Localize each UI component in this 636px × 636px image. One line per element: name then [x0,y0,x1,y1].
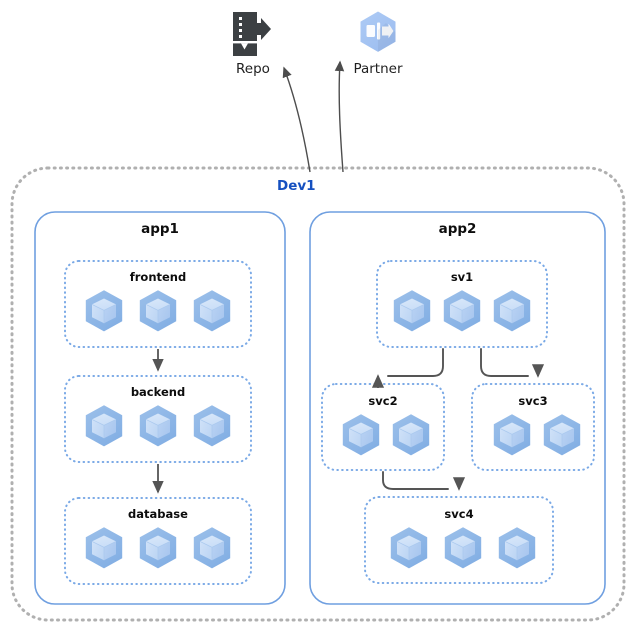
connector-dev1-repo [282,66,311,173]
cluster-boundary-dev1 [10,166,626,622]
partner-label: Partner [353,61,403,77]
cluster-label-dev1: Dev1 [277,178,316,194]
repo-label: Repo [236,61,270,77]
app-label-app1: app1 [141,221,179,237]
service-label-backend: backend [130,385,186,399]
partner-hexagon-icon[interactable] [360,11,396,52]
connector-dev1-partner [334,60,345,173]
service-label-frontend: frontend [129,270,187,284]
connector-svc2-svc4 [382,471,449,490]
service-label-sv1: sv1 [450,270,474,284]
service-label-svc3: svc3 [518,394,548,408]
connector-sv1-svc2 [387,348,444,377]
service-label-svc2: svc2 [368,394,398,408]
service-label-database: database [128,507,188,521]
repo-export-icon[interactable] [233,12,271,56]
app-label-app2: app2 [438,221,477,237]
connector-sv1-svc3 [480,348,529,377]
service-label-svc4: svc4 [444,507,474,521]
